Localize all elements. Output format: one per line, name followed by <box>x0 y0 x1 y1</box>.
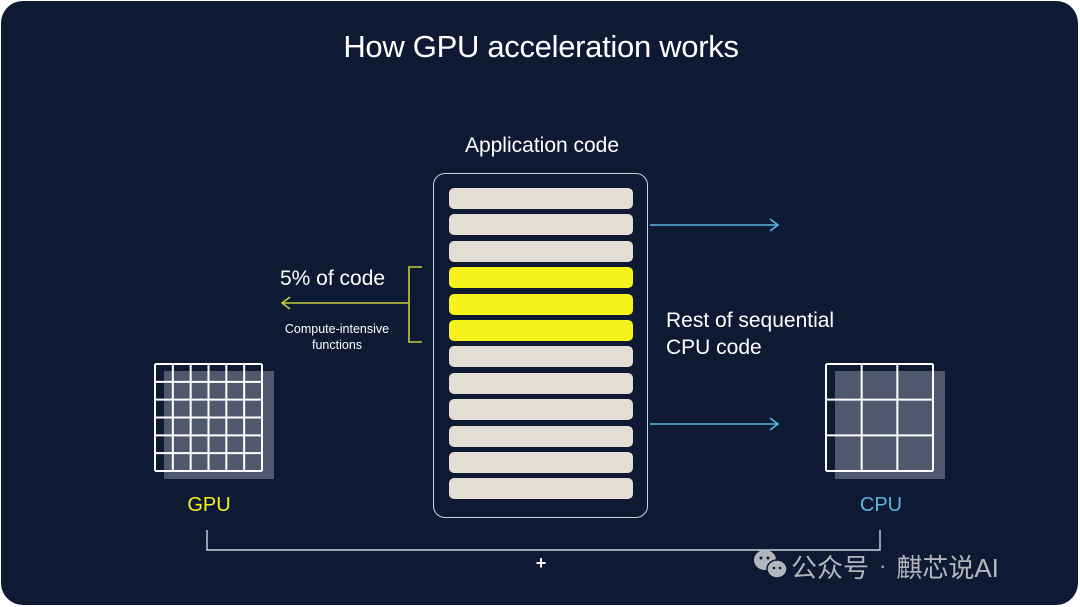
code-row <box>449 478 633 500</box>
wechat-icon <box>754 550 788 579</box>
code-row <box>449 452 633 473</box>
code-row <box>449 240 633 262</box>
watermark-text-2: 麒芯说AI <box>896 552 999 583</box>
gpu-bracket <box>408 266 422 343</box>
gpu-sub-label-line1: Compute-intensive <box>284 322 390 336</box>
cpu-code-label-line2: CPU code <box>666 336 762 359</box>
cpu-arrow-top-head <box>769 218 780 232</box>
application-code-label: Application code <box>464 134 620 157</box>
code-row-compute-intensive <box>449 293 633 315</box>
code-row <box>449 372 633 394</box>
code-row <box>449 399 633 421</box>
gpu-shadow <box>164 371 274 479</box>
code-row <box>449 425 633 447</box>
gpu-sub-label-line2: functions <box>311 338 363 352</box>
watermark-text-1: 公众号 <box>791 552 870 583</box>
cpu-code-label-line1: Rest of sequential <box>666 309 835 332</box>
cpu-icon <box>825 363 945 479</box>
gpu-percent-label: 5% of code <box>280 267 386 290</box>
cpu-code-label: Rest of sequential CPU code <box>666 307 834 361</box>
gpu-sub-label: Compute-intensive functions <box>273 321 401 353</box>
diagram-title: How GPU acceleration works <box>343 29 739 64</box>
gpu-label: GPU <box>187 494 231 516</box>
gpu-arrow-head <box>280 296 291 310</box>
combine-plus: + <box>535 553 547 573</box>
code-row <box>449 188 633 209</box>
gpu-icon <box>154 363 274 479</box>
cpu-label: CPU <box>859 494 903 516</box>
cpu-shadow <box>835 371 945 479</box>
application-code-box <box>433 173 648 518</box>
code-row-compute-intensive <box>449 320 633 341</box>
watermark-separator: · <box>879 553 887 578</box>
watermark: 公众号 · 麒芯说AI <box>791 546 999 586</box>
cpu-arrow-bottom-head <box>769 417 780 431</box>
code-row <box>449 214 633 236</box>
code-row <box>449 346 633 368</box>
combine-bracket <box>206 530 881 551</box>
code-row-compute-intensive <box>449 267 633 289</box>
